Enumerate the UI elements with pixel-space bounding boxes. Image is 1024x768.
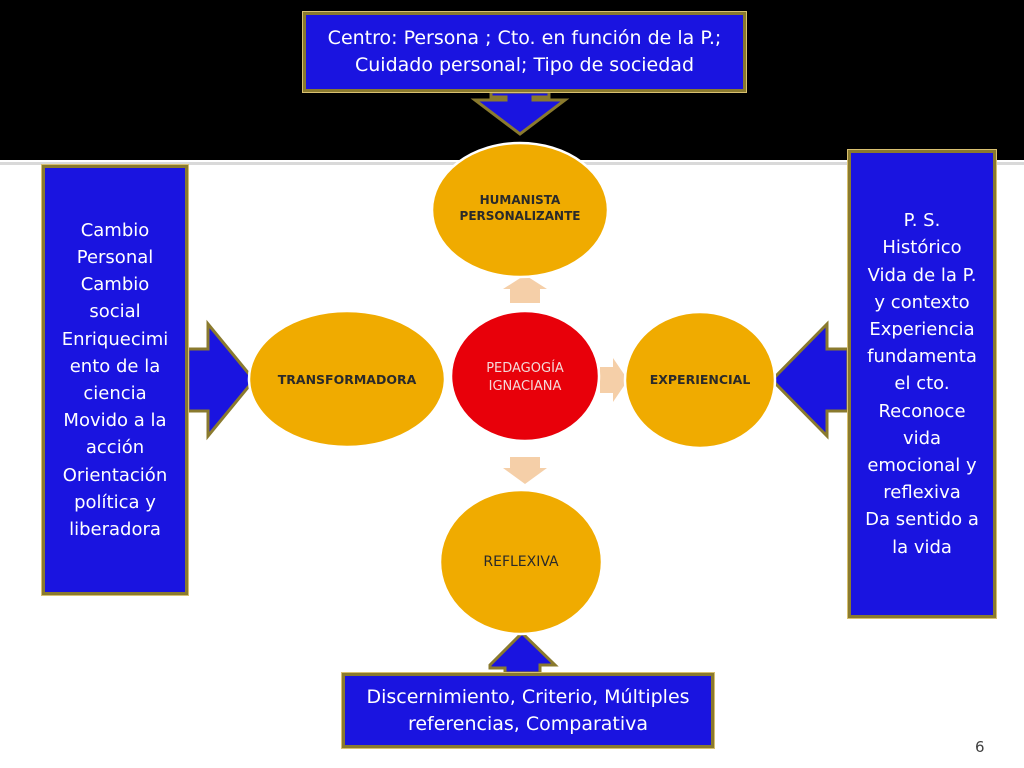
right-callout-box: P. S. Histórico Vida de la P. y contexto…	[847, 149, 997, 619]
bottom-callout-arrow	[488, 630, 559, 675]
bottom-callout-box: Discernimiento, Criterio, Múltiples refe…	[341, 672, 715, 749]
top-callout-box: Centro: Persona ; Cto. en función de la …	[302, 11, 747, 93]
top-callout-arrow	[470, 90, 570, 136]
node-humanista-label-2: PERSONALIZANTE	[460, 209, 581, 223]
right-callout-line: P. S.	[903, 210, 941, 232]
node-experiencial-circle	[623, 310, 777, 450]
left-callout-line: Orientación	[62, 464, 168, 486]
bottom-callout-line: referencias, Comparativa	[407, 712, 649, 735]
node-reflexiva-circle	[438, 488, 604, 636]
left-callout-line: ciencia	[83, 383, 147, 404]
bottom-callout-line: Discernimiento, Criterio, Múltiples	[366, 685, 690, 708]
connector-arrow-right	[600, 358, 628, 402]
right-callout-line: Reconoce	[878, 400, 966, 422]
left-callout-line: Cambio	[80, 219, 150, 241]
right-callout-line: Histórico	[882, 237, 962, 259]
right-callout-line: fundamenta	[867, 346, 977, 368]
left-callout-line: social	[89, 301, 141, 323]
left-callout-box: Cambio Personal Cambio social Enriquecim…	[41, 164, 189, 596]
right-callout-line: vida	[902, 427, 942, 449]
connector-arrow-down	[503, 457, 547, 484]
left-callout-line: ento de la	[69, 355, 161, 377]
node-humanista-label-1: HUMANISTA	[480, 193, 561, 207]
right-callout-line: Da sentido a	[865, 509, 979, 531]
left-callout-line: política y	[74, 491, 156, 513]
right-callout-line: y contexto	[874, 291, 970, 313]
right-callout-line: Vida de la P.	[867, 264, 977, 286]
left-callout-arrow	[186, 319, 256, 441]
node-center-label-2: IGNACIANA	[489, 379, 562, 394]
right-callout-line: reflexiva	[883, 482, 961, 504]
left-callout-line: Movido a la	[63, 410, 167, 432]
right-callout-arrow	[769, 320, 850, 440]
page-number: 6	[975, 738, 985, 756]
node-center-circle	[449, 309, 601, 443]
top-callout-line: Centro: Persona ; Cto. en función de la …	[327, 27, 722, 49]
right-callout-line: Experiencia	[869, 318, 975, 340]
node-reflexiva-label: REFLEXIVA	[483, 554, 559, 570]
node-humanista-circle	[430, 141, 610, 279]
top-callout-line: Cuidado personal; Tipo de sociedad	[354, 54, 695, 76]
left-callout-line: liberadora	[69, 519, 161, 541]
right-callout-line: el cto.	[894, 373, 950, 395]
node-transformadora-label: TRANSFORMADORA	[278, 372, 417, 387]
node-center-label-1: PEDAGOGÍA	[486, 360, 564, 376]
left-callout-line: Personal	[76, 246, 154, 268]
right-callout-line: la vida	[892, 536, 952, 558]
node-experiencial-label: EXPERIENCIAL	[650, 372, 751, 387]
node-transformadora-circle	[247, 309, 447, 449]
left-callout-line: acción	[85, 437, 145, 459]
right-callout-line: emocional y	[867, 455, 977, 476]
connector-arrow-up	[503, 275, 547, 303]
left-callout-line: Enriquecimi	[61, 328, 169, 350]
left-callout-line: Cambio	[80, 274, 150, 296]
